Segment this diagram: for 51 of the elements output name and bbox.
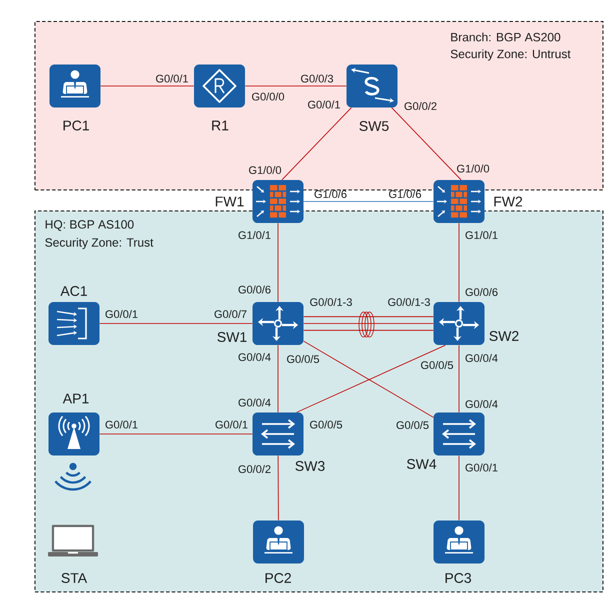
port-label: G0/0/4 xyxy=(238,352,271,362)
port-label: G0/0/1-3 xyxy=(310,298,352,306)
link-line xyxy=(391,107,462,180)
port-label: G0/0/1 xyxy=(216,420,248,429)
device-label: STA xyxy=(62,573,88,583)
port-label: G0/0/1-3 xyxy=(388,298,430,306)
device-label: SW4 xyxy=(406,459,436,469)
port-label: G0/0/4 xyxy=(466,354,498,362)
device-label: SW5 xyxy=(359,121,389,131)
port-label: G0/0/7 xyxy=(214,310,246,318)
port-label: G1/0/6 xyxy=(389,190,422,198)
device-label: SW1 xyxy=(217,332,246,342)
link-line xyxy=(303,330,434,331)
device-label: SW3 xyxy=(295,461,325,471)
device-label: R1 xyxy=(212,120,228,130)
device-label: PC3 xyxy=(446,573,471,583)
zone-label: Security Zone: Trust xyxy=(45,238,154,250)
device-label: PC1 xyxy=(64,120,89,130)
device-label: AP1 xyxy=(62,394,89,404)
link-line xyxy=(303,316,434,318)
port-label: G0/0/5 xyxy=(421,360,454,370)
port-label: G0/0/4 xyxy=(466,400,498,408)
port-label: G0/0/1 xyxy=(106,420,138,429)
link-line xyxy=(303,340,434,418)
port-label: G0/0/1 xyxy=(466,463,498,472)
port-label: G0/0/1 xyxy=(308,100,340,109)
port-label: G0/0/2 xyxy=(404,102,436,110)
link-line xyxy=(458,222,460,302)
zone-label: Branch: BGP AS200 xyxy=(451,32,560,42)
zone-label: HQ: BGP AS100 xyxy=(46,220,134,231)
link-line xyxy=(278,455,279,521)
port-label: G0/0/2 xyxy=(238,464,270,474)
link-line xyxy=(303,323,434,324)
port-label: G1/0/1 xyxy=(238,230,270,240)
port-label: G1/0/6 xyxy=(314,190,347,198)
port-label: G0/0/0 xyxy=(252,92,284,101)
device-label: AC1 xyxy=(60,286,87,296)
link-line xyxy=(458,344,460,413)
link-line xyxy=(303,201,434,202)
link-line xyxy=(296,344,446,413)
device-label: PC2 xyxy=(266,573,291,583)
device-label: SW2 xyxy=(489,331,518,341)
port-label: G1/0/1 xyxy=(466,230,498,240)
link-line xyxy=(99,323,253,324)
link-line xyxy=(458,455,460,521)
device-label: FW2 xyxy=(494,196,522,206)
port-label: G0/0/5 xyxy=(396,420,429,430)
device-label: FW1 xyxy=(216,196,244,206)
zone-label: Security Zone: Untrust xyxy=(450,49,571,61)
port-label: G0/0/5 xyxy=(287,354,320,364)
link-line xyxy=(282,107,352,180)
